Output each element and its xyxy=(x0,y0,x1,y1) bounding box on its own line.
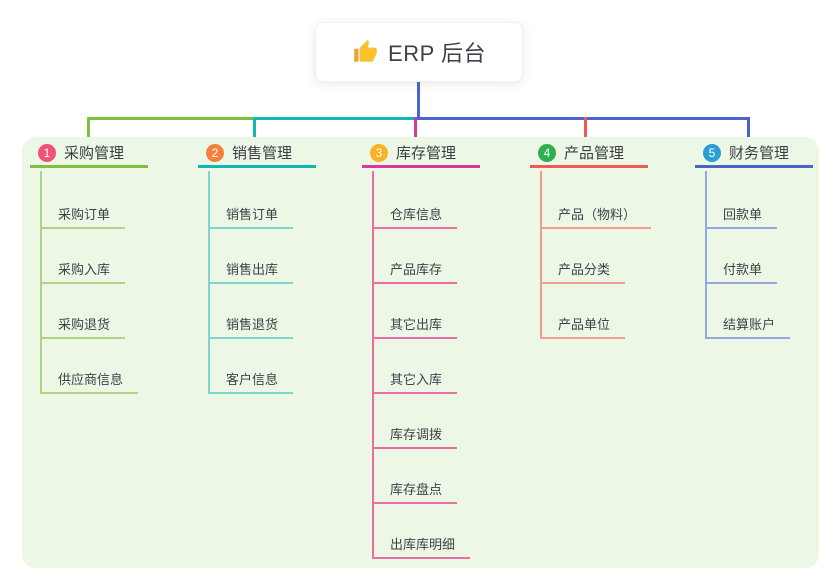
branch-title: 库存管理 xyxy=(396,145,457,162)
node-settlement-account[interactable]: 结算账户 xyxy=(705,315,791,339)
branch-number-badge: 1 xyxy=(38,143,56,162)
branch-header-sales[interactable]: 2 销售管理 xyxy=(198,143,316,168)
node-other-inbound[interactable]: 其它入库 xyxy=(372,370,458,394)
branch-number-badge: 2 xyxy=(206,143,224,162)
root-node[interactable]: ERP 后台 xyxy=(315,22,523,82)
node-warehouse-info[interactable]: 仓库信息 xyxy=(372,205,458,229)
branch-number-badge: 5 xyxy=(703,143,721,162)
connector-branch5-drop xyxy=(747,117,750,140)
branch-number-badge: 3 xyxy=(370,143,388,162)
node-stock-count[interactable]: 库存盘点 xyxy=(372,480,458,504)
branch-title: 财务管理 xyxy=(729,145,790,162)
node-product-unit[interactable]: 产品单位 xyxy=(540,315,626,339)
connector-branch3-drop xyxy=(414,117,417,142)
node-product-category[interactable]: 产品分类 xyxy=(540,260,626,284)
node-purchase-order[interactable]: 采购订单 xyxy=(40,205,126,229)
branch-header-inventory[interactable]: 3 库存管理 xyxy=(362,143,480,168)
connector-branch1-drop xyxy=(87,117,90,140)
connector-root-vertical xyxy=(417,82,420,120)
branch-title: 产品管理 xyxy=(564,145,625,162)
branch-header-finance[interactable]: 5 财务管理 xyxy=(695,143,813,168)
branch4-children-line xyxy=(540,171,542,339)
node-sales-return[interactable]: 销售退货 xyxy=(208,315,294,339)
connector-branch4-drop xyxy=(584,117,587,140)
node-sales-order[interactable]: 销售订单 xyxy=(208,205,294,229)
branch5-children-line xyxy=(705,171,707,339)
node-purchase-inbound[interactable]: 采购入库 xyxy=(40,260,126,284)
node-receipt-order[interactable]: 回款单 xyxy=(705,205,778,229)
connector-branch5-horizontal xyxy=(417,117,750,120)
node-payment-order[interactable]: 付款单 xyxy=(705,260,778,284)
branch3-children-line xyxy=(372,171,374,559)
node-product-material[interactable]: 产品（物料） xyxy=(540,205,652,229)
branch-number-badge: 4 xyxy=(538,143,556,162)
node-other-outbound[interactable]: 其它出库 xyxy=(372,315,458,339)
node-product-stock[interactable]: 产品库存 xyxy=(372,260,458,284)
node-purchase-return[interactable]: 采购退货 xyxy=(40,315,126,339)
root-label: ERP 后台 xyxy=(388,41,486,66)
node-sales-outbound[interactable]: 销售出库 xyxy=(208,260,294,284)
branch-title: 采购管理 xyxy=(64,145,125,162)
connector-branch2-drop xyxy=(253,117,256,140)
branch-header-purchase[interactable]: 1 采购管理 xyxy=(30,143,148,168)
connector-branch1-horizontal xyxy=(87,117,253,120)
connector-branch2-horizontal xyxy=(253,117,417,120)
node-stock-transfer[interactable]: 库存调拨 xyxy=(372,425,458,449)
node-customer-info[interactable]: 客户信息 xyxy=(208,370,294,394)
thumbs-up-icon xyxy=(354,40,377,62)
node-supplier-info[interactable]: 供应商信息 xyxy=(40,370,139,394)
branches-panel xyxy=(22,137,819,568)
branch-header-product[interactable]: 4 产品管理 xyxy=(530,143,648,168)
branch-title: 销售管理 xyxy=(232,145,293,162)
node-outbound-detail[interactable]: 出库库明细 xyxy=(372,535,471,559)
